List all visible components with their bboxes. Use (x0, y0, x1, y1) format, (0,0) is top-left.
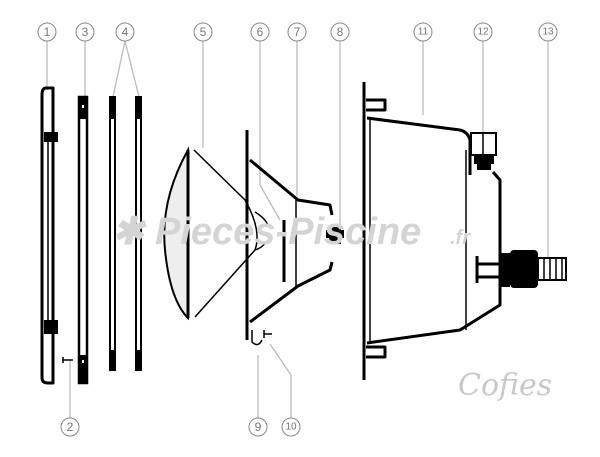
callout-5: 5 (193, 22, 213, 42)
callout-13: 13 (538, 22, 558, 42)
part-4-seals (109, 96, 142, 371)
watermark-text: Pieces-Piscine (155, 211, 421, 253)
svg-text:12: 12 (477, 27, 489, 38)
callout-12: 12 (473, 22, 493, 42)
watermark-suffix: .fr (450, 227, 471, 249)
svg-text:11: 11 (418, 27, 429, 38)
svg-text:2: 2 (67, 420, 74, 434)
part-11-niche (362, 82, 502, 380)
svg-text:3: 3 (82, 25, 89, 39)
watermark: ✱ Pieces-Piscine .fr (112, 211, 471, 253)
svg-text:7: 7 (294, 25, 301, 39)
leader-lines (46, 40, 549, 418)
callout-8: 8 (330, 22, 350, 42)
svg-text:13: 13 (542, 27, 554, 38)
part-6-7-8-housing (245, 130, 344, 340)
part-3-gasket (77, 95, 89, 385)
part-1-frame (40, 86, 58, 385)
brand-logo: Cofies (458, 368, 552, 403)
callout-2: 2 (60, 417, 80, 437)
callout-9: 9 (248, 417, 268, 437)
part-13-connector (475, 250, 567, 288)
part-12-gland (470, 132, 497, 170)
svg-text:9: 9 (255, 420, 262, 434)
part-9-clip (251, 330, 263, 346)
callout-10: 10 (281, 417, 301, 437)
svg-text:10: 10 (285, 422, 297, 433)
callout-6: 6 (250, 22, 270, 42)
watermark-star-icon: ✱ (112, 211, 147, 253)
callout-3: 3 (75, 22, 95, 42)
svg-text:8: 8 (337, 25, 344, 39)
part-10-screw (263, 330, 272, 338)
callout-11: 11 (413, 22, 433, 42)
svg-text:5: 5 (200, 25, 207, 39)
part-2-screw (62, 357, 73, 363)
svg-text:1: 1 (44, 25, 51, 39)
part-5-lamp (163, 146, 269, 321)
callout-1: 1 (37, 22, 57, 42)
svg-text:6: 6 (257, 25, 264, 39)
callout-4: 4 (115, 22, 135, 42)
svg-text:4: 4 (122, 25, 129, 39)
callout-7: 7 (287, 22, 307, 42)
